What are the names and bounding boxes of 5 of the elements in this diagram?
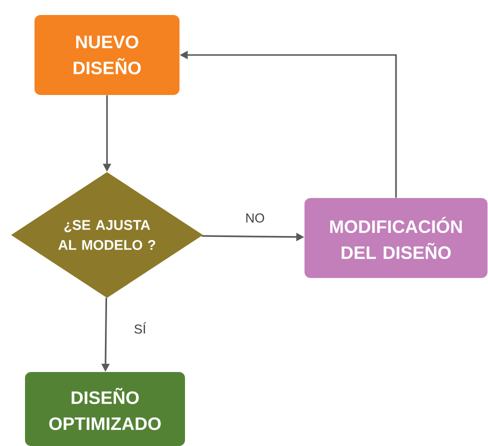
- process-box: DISEÑO OPTIMIZADO: [25, 372, 185, 446]
- edge-label: SÍ: [132, 321, 148, 335]
- process-box: MODIFICACIÓN DEL DISEÑO: [304, 198, 488, 278]
- edge-label: NO: [244, 212, 266, 224]
- process-box: NUEVO DISEÑO: [34, 15, 180, 95]
